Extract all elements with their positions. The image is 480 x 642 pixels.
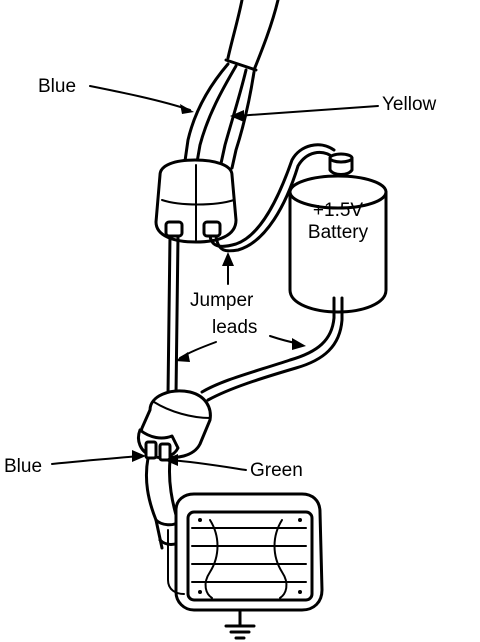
- jumper-lead-left: [166, 234, 180, 397]
- module: [167, 492, 324, 612]
- upper-connector: [154, 158, 238, 244]
- label-green: Green: [164, 454, 303, 481]
- main-cable: [224, 0, 280, 72]
- lower-connector: [137, 389, 212, 462]
- upper-terminal-right: [202, 220, 222, 238]
- label-yellow: Yellow: [230, 94, 437, 122]
- battery: +1.5V Battery: [288, 152, 388, 314]
- green-label: Green: [250, 460, 303, 481]
- label-jumper-leads: Jumper leads: [175, 252, 306, 362]
- jumper-label-line1: Jumper: [190, 290, 254, 311]
- label-blue-top: Blue: [38, 76, 194, 114]
- jumper-label-line2: leads: [212, 317, 257, 338]
- ground-symbol-icon: [224, 608, 256, 640]
- battery-voltage-label: +1.5V: [313, 200, 364, 221]
- upper-wires: [182, 62, 256, 170]
- blue-top-label: Blue: [38, 76, 76, 97]
- label-blue-bottom: Blue: [4, 450, 146, 477]
- lower-terminal-left: [144, 440, 158, 460]
- blue-bottom-label: Blue: [4, 456, 42, 477]
- jumper-lead-battery-negative: [200, 296, 344, 402]
- lower-terminal-right: [158, 442, 172, 462]
- yellow-label: Yellow: [382, 94, 437, 115]
- jumper-lead-battery-positive: [208, 143, 336, 253]
- upper-terminal-left: [164, 220, 184, 238]
- battery-name-label: Battery: [308, 222, 369, 243]
